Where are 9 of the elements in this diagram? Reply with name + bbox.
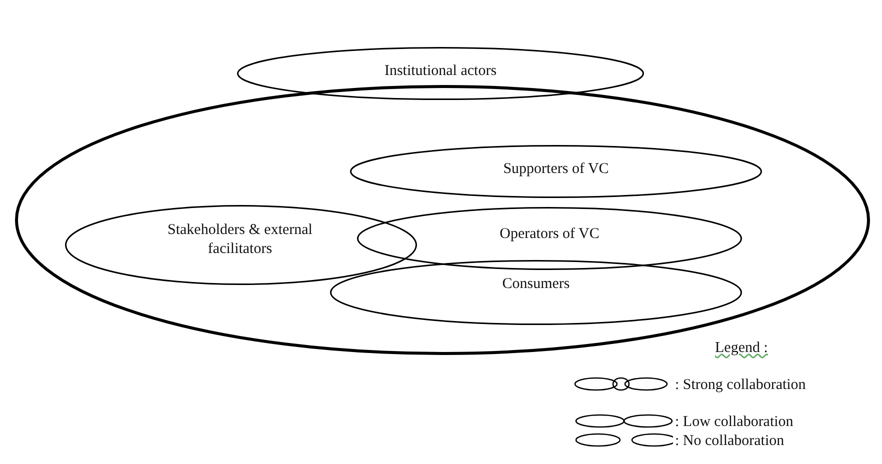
group-label: Operators of VC: [498, 225, 600, 244]
group-label: Stakeholders & external facilitators: [166, 221, 314, 259]
legend-text: : Low collaboration: [675, 414, 794, 431]
legend-text: : Strong collaboration: [675, 377, 806, 394]
legend-title: Legend :: [715, 340, 768, 357]
group-label: Institutional actors: [383, 62, 498, 81]
legend-text: : No collaboration: [675, 433, 784, 450]
group-label: Supporters of VC: [502, 160, 610, 179]
group-label: Consumers: [501, 275, 571, 294]
